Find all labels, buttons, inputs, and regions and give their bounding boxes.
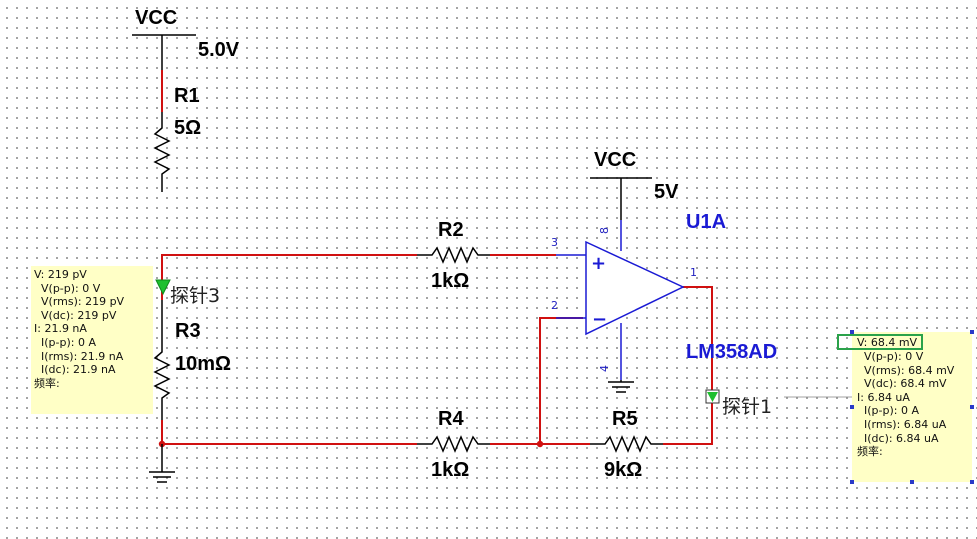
probe-1-frequency: 频率:	[857, 445, 883, 459]
probe-1-label: 探针1	[722, 396, 772, 418]
probe-1-marker[interactable]: 探针1	[705, 389, 852, 418]
probe-3-readout[interactable]: V: 219 pV V(p-p): 0 V V(rms): 219 pV V(d…	[31, 266, 153, 414]
resistor-r1[interactable]: R1 5Ω	[153, 85, 201, 192]
r5-value: 9kΩ	[604, 459, 642, 481]
opamp-u1a[interactable]: + − 3 2 1 8 4 U1A LM358AD	[551, 211, 777, 380]
r4-value: 1kΩ	[431, 459, 469, 481]
ground-symbol-2[interactable]	[608, 380, 634, 393]
wire-r5-to-output[interactable]	[663, 286, 713, 445]
pin-3-label: 3	[551, 236, 558, 249]
pin-8-label: 8	[598, 227, 611, 234]
r2-label: R2	[438, 219, 464, 241]
r2-value: 1kΩ	[431, 270, 469, 292]
probe-1-current-pp: I(p-p): 0 A	[864, 404, 919, 418]
pin-2-label: 2	[551, 299, 558, 312]
probe-3-voltage-pp: V(p-p): 0 V	[41, 281, 101, 295]
vcc2-label: VCC	[594, 149, 636, 171]
probe-3-current: I: 21.9 nA	[34, 322, 87, 336]
pin-4-label: 4	[598, 365, 611, 372]
vcc-source-2[interactable]: VCC 5V	[590, 149, 679, 220]
r5-label: R5	[612, 408, 638, 430]
opamp-part-number: LM358AD	[686, 341, 777, 363]
probe-1-voltage-dc: V(dc): 68.4 mV	[864, 377, 947, 391]
probe-3-voltage-dc: V(dc): 219 pV	[41, 308, 117, 322]
vcc1-label: VCC	[135, 7, 177, 29]
selection-handle-ml[interactable]	[850, 405, 854, 409]
selection-handle-tr[interactable]	[970, 330, 974, 334]
selection-handle-mr[interactable]	[970, 405, 974, 409]
probe-3-current-dc: I(dc): 21.9 nA	[41, 363, 116, 377]
probe-3-current-pp: I(p-p): 0 A	[41, 335, 96, 349]
resistor-r2[interactable]: R2 1kΩ	[417, 219, 490, 292]
selection-handle-tl[interactable]	[850, 330, 854, 334]
probe-3-current-rms: I(rms): 21.9 nA	[41, 349, 124, 363]
vcc2-value: 5V	[654, 181, 679, 203]
junction-dot-feedback	[536, 440, 544, 448]
r4-label: R4	[438, 408, 464, 430]
probe-1-voltage-pp: V(p-p): 0 V	[864, 350, 924, 363]
probe-1-current-rms: I(rms): 6.84 uA	[864, 417, 947, 431]
probe-1-voltage: V: 68.4 mV	[837, 334, 923, 350]
resistor-r5[interactable]: R5 9kΩ	[590, 408, 663, 481]
resistor-r4[interactable]: R4 1kΩ	[417, 408, 490, 481]
selection-handle-bl[interactable]	[850, 480, 854, 484]
vcc-source-1[interactable]: VCC 5.0V	[132, 7, 240, 70]
probe-3-marker[interactable]: 探针3	[155, 279, 220, 307]
pin-1-label: 1	[690, 266, 697, 279]
r3-label: R3	[175, 320, 201, 342]
r1-label: R1	[174, 85, 200, 107]
probe-1-current: I: 6.84 uA	[857, 390, 910, 404]
probe-3-voltage: V: 219 pV	[34, 268, 87, 281]
wire-inv-feedback[interactable]	[539, 317, 583, 444]
selection-handle-br[interactable]	[970, 480, 974, 484]
probe-1-voltage-rms: V(rms): 68.4 mV	[864, 363, 955, 377]
probe-3-voltage-rms: V(rms): 219 pV	[41, 295, 125, 309]
resistor-r3[interactable]: R3 10mΩ	[153, 300, 231, 420]
selection-handle-bm[interactable]	[910, 480, 914, 484]
probe-3-label: 探针3	[170, 285, 220, 307]
probe-3-frequency: 频率:	[34, 376, 60, 390]
opamp-refdes: U1A	[686, 211, 726, 233]
noninverting-plus-sign: +	[591, 253, 606, 274]
ground-symbol-1[interactable]	[149, 444, 175, 483]
vcc1-value: 5.0V	[198, 39, 240, 61]
r3-value: 10mΩ	[175, 353, 231, 375]
inverting-minus-sign: −	[592, 309, 607, 330]
probe-1-readout[interactable]: V: 68.4 mV V(p-p): 0 V V(rms): 68.4 mV V…	[837, 332, 972, 482]
probe-1-current-dc: I(dc): 6.84 uA	[864, 431, 939, 445]
r1-value: 5Ω	[174, 117, 201, 139]
